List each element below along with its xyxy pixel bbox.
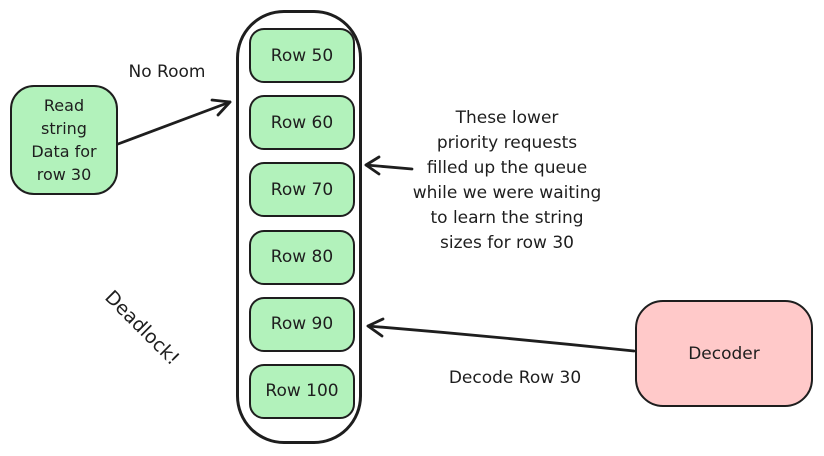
read-request-label: Read string Data for row 30 xyxy=(31,96,97,184)
queue-container: Row 50 Row 60 Row 70 Row 80 Row 90 Row 1… xyxy=(236,10,362,444)
decode-arrow-icon xyxy=(366,317,636,353)
no-room-arrow-icon xyxy=(116,98,232,146)
decode-row-label: Decode Row 30 xyxy=(448,368,582,388)
no-room-label: No Room xyxy=(128,62,206,82)
queue-row: Row 70 xyxy=(249,162,355,218)
queue-row: Row 90 xyxy=(249,296,355,352)
queue-row: Row 60 xyxy=(249,95,355,151)
decoder-label: Decoder xyxy=(688,343,760,364)
read-request-box: Read string Data for row 30 xyxy=(10,85,118,195)
queue-row: Row 50 xyxy=(249,28,355,83)
queue-annotation: These lower priority requests filled up … xyxy=(412,108,602,253)
decoder-box: Decoder xyxy=(635,300,813,407)
queue-row: Row 80 xyxy=(249,229,355,285)
queue-row: Row 100 xyxy=(249,363,355,419)
queue-full-arrow-icon xyxy=(364,155,414,176)
